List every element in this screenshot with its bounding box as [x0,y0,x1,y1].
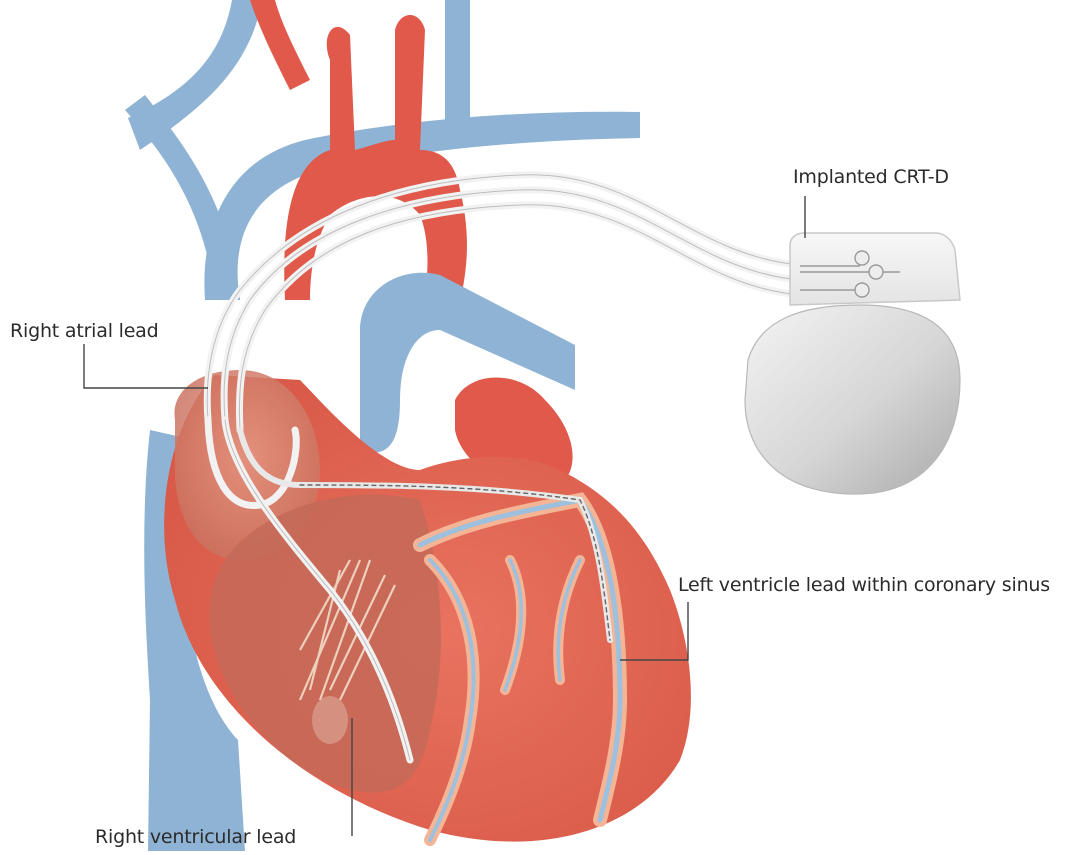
label-right-atrial-lead: Right atrial lead [10,320,159,342]
crt-d-device-icon [745,233,960,494]
label-right-ventricular-lead: Right ventricular lead [95,826,296,848]
label-left-ventricle-lead: Left ventricle lead within coronary sinu… [678,574,1050,596]
label-implanted-crt-d: Implanted CRT-D [793,166,949,188]
